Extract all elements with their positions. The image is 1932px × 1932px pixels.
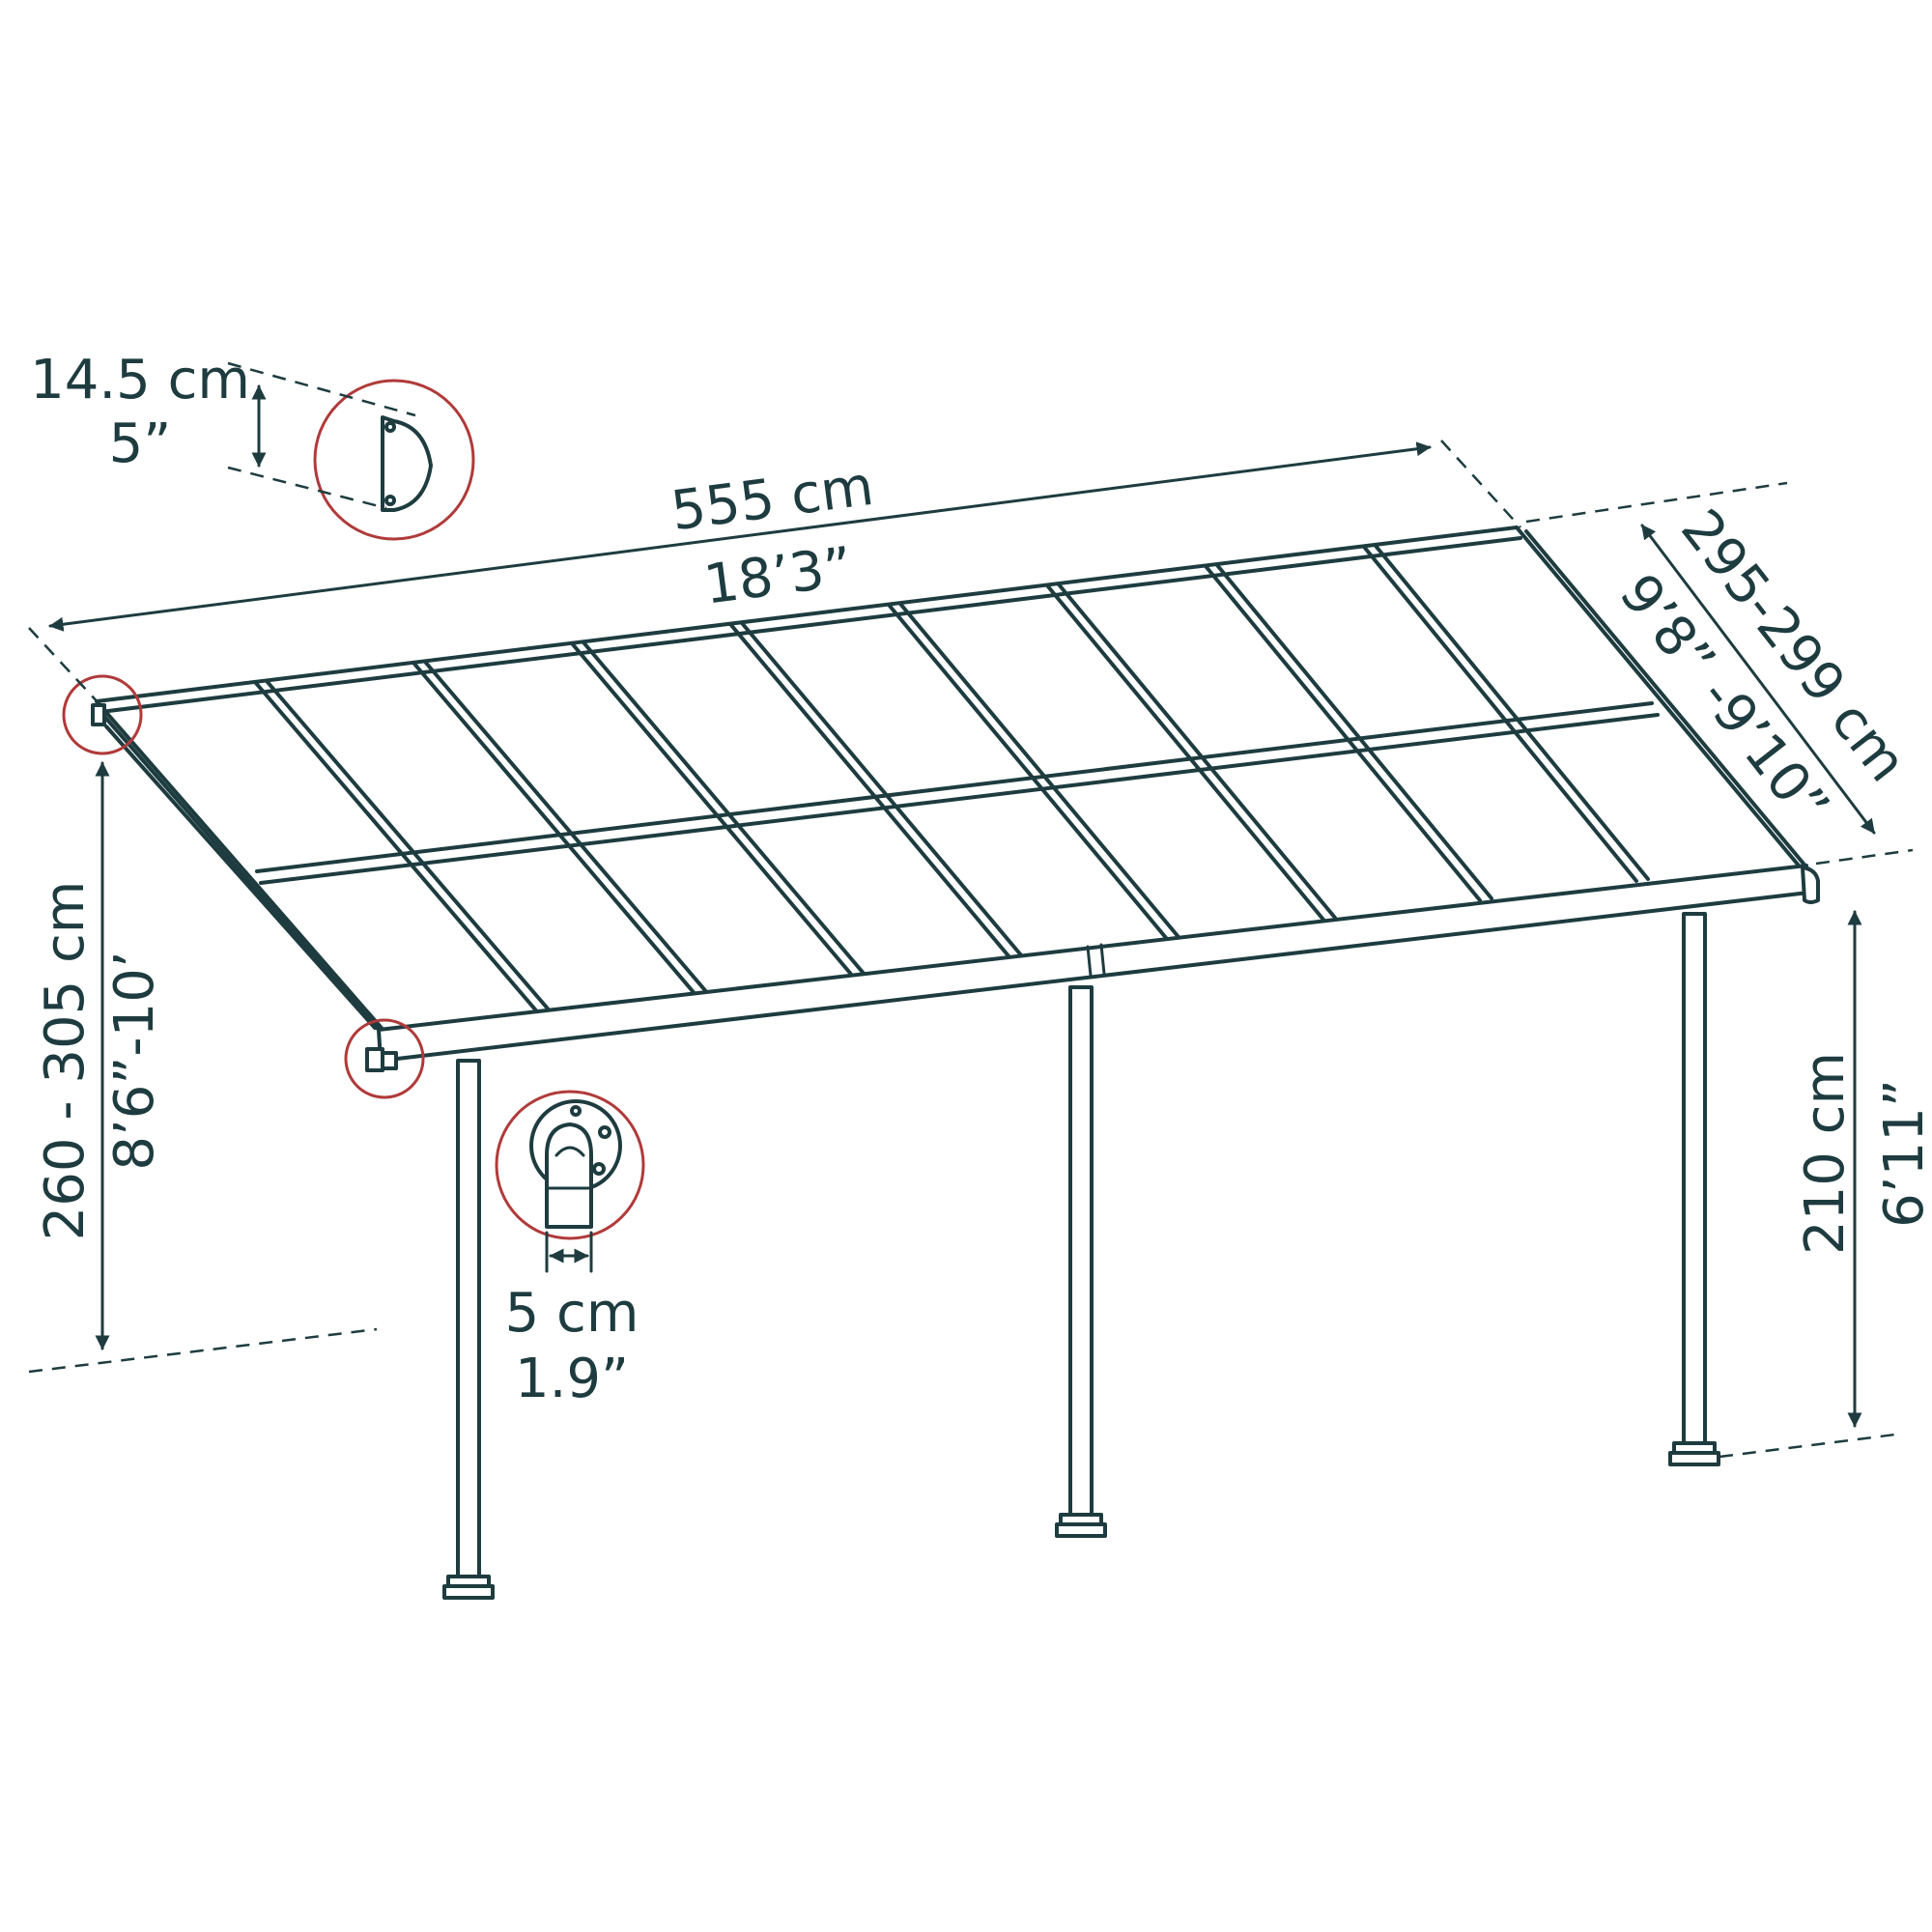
downpipe-detail [495,1090,645,1240]
dimension-lines [28,361,1914,1459]
downpipe-metric: 5 cm [505,1282,639,1345]
width-metric: 555 cm [668,455,877,544]
gutter-height-imperial: 5” [109,412,172,475]
post-height-imperial: 6’11” [1873,1079,1932,1228]
callout-corner-front [344,1018,425,1099]
posts [442,912,1720,1600]
cross-purlin [255,701,1660,885]
gutter-profile-detail [313,379,475,541]
roof [91,526,1820,1072]
side-rafter-left [95,699,388,1036]
post-right [1668,912,1720,1466]
callout-corner-left [62,674,143,755]
downpipe-imperial: 1.9” [515,1348,629,1410]
post-middle [1055,985,1107,1538]
depth-dimension-arrow [1640,524,1876,835]
width-dimension-arrow [48,441,1432,632]
wall-height-imperial: 8’6”-10’ [103,951,166,1170]
width-imperial: 18’3” [700,535,856,616]
corner-cap-left-bottom [365,1047,398,1072]
gutter-height-metric: 14.5 cm [30,349,250,412]
corner-cap-left-top [91,703,106,726]
wall-height-metric: 260 - 305 cm [34,881,97,1241]
post-left [442,1059,495,1600]
post-height-metric: 210 cm [1794,1052,1857,1255]
